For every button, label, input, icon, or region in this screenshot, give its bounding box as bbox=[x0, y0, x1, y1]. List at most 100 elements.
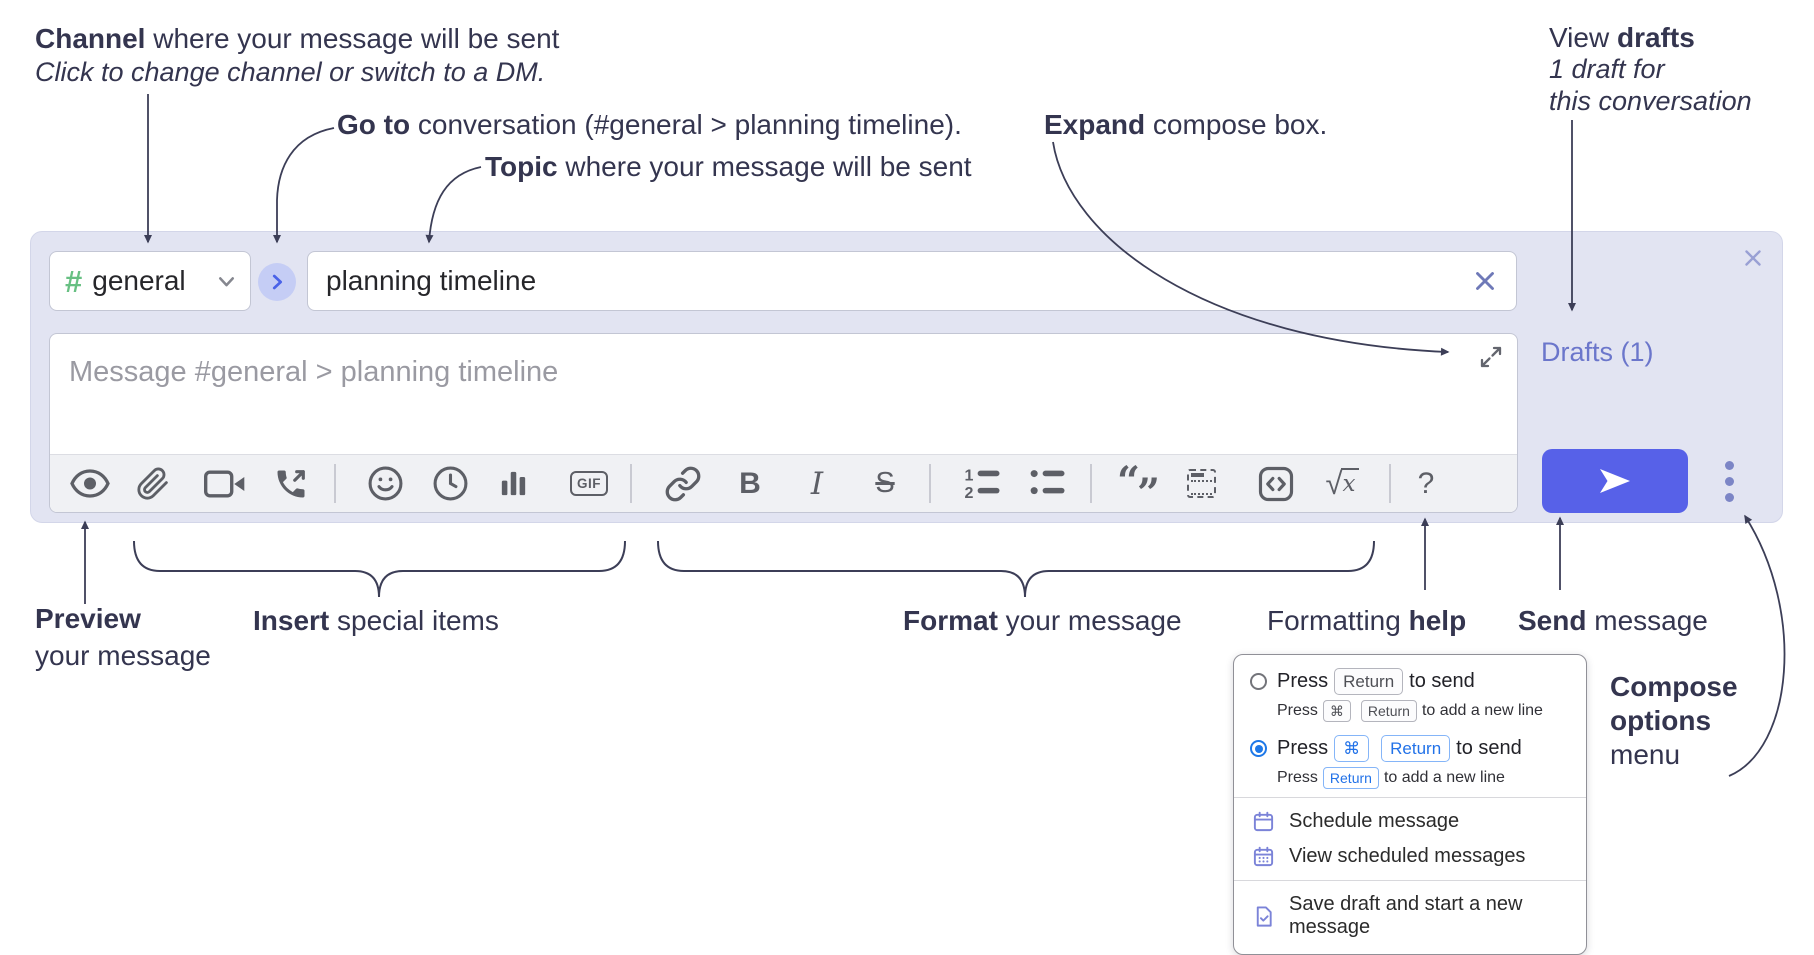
radio-unselected-icon[interactable] bbox=[1250, 673, 1267, 690]
annotation-topic-rest: where your message will be sent bbox=[557, 151, 972, 182]
send-paper-plane-icon bbox=[1597, 463, 1633, 499]
annotation-insert-bold: Insert bbox=[253, 605, 330, 636]
annotation-drafts-line3: this conversation bbox=[1549, 86, 1752, 116]
key-return: Return bbox=[1381, 735, 1451, 762]
gif-label: GIF bbox=[577, 475, 601, 491]
option-pre: Press bbox=[1277, 737, 1329, 759]
annotation-channel: Channel where your message will be sent … bbox=[35, 22, 559, 89]
add-poll-button[interactable] bbox=[485, 455, 541, 512]
italic-icon: I bbox=[810, 465, 824, 502]
send-option-cmd-return[interactable]: Press ⌘ Return to send Press Return to a… bbox=[1250, 735, 1570, 789]
attach-file-button[interactable] bbox=[125, 455, 181, 512]
annotation-send: Send message bbox=[1518, 604, 1708, 637]
bulleted-list-button[interactable] bbox=[1019, 455, 1075, 512]
annotation-fmthelp-bold: help bbox=[1408, 605, 1467, 636]
send-option-return[interactable]: Press Return to send Press ⌘ Return to a… bbox=[1250, 668, 1570, 722]
menu-item-view-scheduled[interactable]: View scheduled messages bbox=[1250, 839, 1570, 874]
toolbar-divider bbox=[630, 464, 632, 503]
spoiler-button[interactable] bbox=[1173, 455, 1229, 512]
message-input[interactable] bbox=[50, 334, 1517, 456]
annotation-insert-rest: special items bbox=[329, 605, 499, 636]
annotation-drafts-line2: 1 draft for bbox=[1549, 54, 1665, 84]
annotation-expand-bold: Expand bbox=[1044, 109, 1146, 140]
calendar-icon bbox=[1252, 810, 1275, 833]
calendar-grid-icon bbox=[1252, 845, 1275, 868]
brace-insert bbox=[133, 540, 626, 598]
strikethrough-button[interactable]: S bbox=[857, 455, 913, 512]
option-post: to send bbox=[1456, 737, 1522, 759]
annotation-send-bold: Send bbox=[1518, 605, 1587, 636]
topic-field-wrap bbox=[307, 251, 1517, 311]
math-button[interactable]: √x bbox=[1314, 455, 1370, 512]
menu-item-schedule-message[interactable]: Schedule message bbox=[1250, 804, 1570, 839]
annotation-preview-line2: your message bbox=[35, 640, 211, 671]
quote-close-glyph: ” bbox=[1137, 469, 1161, 517]
italic-button[interactable]: I bbox=[789, 455, 845, 512]
quote-button[interactable]: “” bbox=[1111, 455, 1167, 517]
ol-number-2: 2 bbox=[965, 484, 974, 501]
annotation-goto-rest: conversation (#general > planning timeli… bbox=[410, 109, 962, 140]
annotation-fmthelp-pre: Formatting bbox=[1267, 605, 1409, 636]
annotation-topic-bold: Topic bbox=[485, 151, 558, 182]
emoji-button[interactable] bbox=[357, 455, 413, 512]
bar-chart-icon bbox=[496, 466, 531, 501]
menu-item-label: Schedule message bbox=[1289, 810, 1460, 832]
quote-open-glyph: “ bbox=[1117, 457, 1141, 505]
option-sub-post: to add a new line bbox=[1421, 702, 1543, 719]
add-global-time-button[interactable] bbox=[422, 455, 478, 512]
gif-icon: GIF bbox=[570, 470, 608, 497]
annotation-channel-rest: where your message will be sent bbox=[145, 23, 560, 54]
file-check-icon bbox=[1252, 905, 1275, 928]
key-cmd: ⌘ bbox=[1322, 700, 1351, 722]
chevron-right-icon bbox=[266, 271, 288, 293]
annotation-insert: Insert special items bbox=[253, 604, 499, 637]
code-icon bbox=[1257, 465, 1295, 503]
paperclip-icon bbox=[136, 466, 170, 502]
add-gif-button[interactable]: GIF bbox=[561, 455, 617, 512]
voice-call-button[interactable] bbox=[263, 455, 319, 512]
drafts-link[interactable]: Drafts (1) bbox=[1541, 337, 1654, 367]
annotation-copts-bold2: options bbox=[1610, 705, 1712, 736]
channel-selector[interactable]: # general bbox=[49, 251, 251, 311]
key-return: Return bbox=[1334, 668, 1404, 695]
option-post: to send bbox=[1409, 670, 1475, 692]
toolbar-divider bbox=[929, 464, 931, 503]
annotation-copts-bold1: Compose bbox=[1610, 671, 1738, 702]
formatting-help-button[interactable]: ? bbox=[1398, 455, 1454, 512]
menu-item-save-draft[interactable]: Save draft and start a new message bbox=[1250, 887, 1570, 945]
go-to-conversation-button[interactable] bbox=[258, 263, 296, 301]
send-button[interactable] bbox=[1542, 449, 1688, 513]
message-box: GIF B I S 12 bbox=[49, 333, 1518, 517]
option-sub-post: to add a new line bbox=[1383, 769, 1505, 786]
annotation-expand: Expand compose box. bbox=[1044, 108, 1327, 141]
menu-divider bbox=[1234, 797, 1586, 798]
ol-number-1: 1 bbox=[965, 467, 974, 485]
key-cmd: ⌘ bbox=[1334, 735, 1370, 762]
expand-compose-button[interactable] bbox=[1477, 343, 1505, 371]
insert-link-button[interactable] bbox=[655, 455, 711, 512]
option-sub-pre: Press bbox=[1277, 769, 1318, 786]
close-compose-button[interactable] bbox=[1737, 242, 1769, 274]
eye-icon bbox=[70, 468, 110, 499]
channel-hash-icon: # bbox=[65, 263, 83, 299]
video-call-button[interactable] bbox=[197, 455, 253, 512]
annotation-drafts-pre: View bbox=[1549, 22, 1617, 53]
key-return: Return bbox=[1360, 700, 1417, 722]
preview-button[interactable] bbox=[62, 455, 118, 512]
radio-selected-icon[interactable] bbox=[1250, 740, 1267, 757]
annotation-format: Format your message bbox=[903, 604, 1182, 637]
code-button[interactable] bbox=[1248, 455, 1304, 512]
compose-options-menu-button[interactable] bbox=[1707, 455, 1751, 507]
topic-clear-button[interactable] bbox=[1469, 265, 1501, 297]
annotation-channel-line2: Click to change channel or switch to a D… bbox=[35, 57, 546, 87]
compose-box: # general bbox=[30, 231, 1783, 523]
bulleted-list-icon bbox=[1027, 466, 1067, 501]
toolbar-divider bbox=[1090, 464, 1092, 503]
channel-name: general bbox=[92, 265, 186, 296]
topic-input[interactable] bbox=[307, 251, 1517, 311]
bold-button[interactable]: B bbox=[722, 455, 778, 512]
dot-icon bbox=[1724, 492, 1734, 502]
chevron-down-icon bbox=[215, 270, 238, 293]
